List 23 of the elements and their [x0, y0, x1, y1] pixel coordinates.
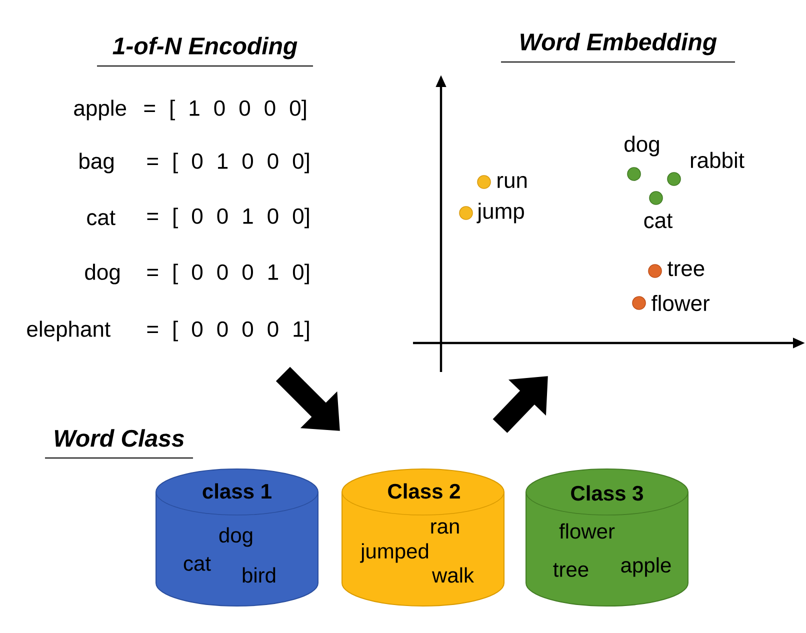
point-label: rabbit — [690, 152, 744, 168]
point-label: cat — [644, 214, 673, 228]
point-label: tree — [668, 262, 704, 276]
one-hot-vector: = [ 0 0 0 0 1] — [147, 320, 309, 342]
one-hot-vector: = [ 0 0 1 0 0] — [147, 208, 309, 228]
word-label: apple — [74, 100, 126, 120]
point-label: jump — [476, 202, 524, 224]
section-heading: Word Class — [54, 429, 184, 447]
cylinder: Class 3 flower tree apple — [526, 468, 688, 606]
word-label: cat — [87, 210, 116, 226]
section-heading: 1-of-N Encoding — [112, 36, 298, 60]
point-label: dog — [624, 136, 659, 156]
word-label: elephant — [27, 320, 110, 342]
one-hot-vector: = [ 0 0 0 1 0] — [147, 264, 309, 284]
one-hot-vector: = [ 0 1 0 0 0] — [147, 152, 309, 174]
section-heading: Word Embedding — [520, 32, 717, 56]
one-hot-vector: = [ 1 0 0 0 0] — [144, 100, 306, 120]
point-label: flower — [652, 294, 710, 312]
word-label: bag — [80, 152, 114, 174]
point-label: run — [498, 176, 527, 188]
cylinder: Class 2 ran jumped walk — [342, 468, 504, 606]
word-label: dog — [85, 264, 120, 284]
cylinder: class 1 dog cat bird — [156, 468, 318, 606]
